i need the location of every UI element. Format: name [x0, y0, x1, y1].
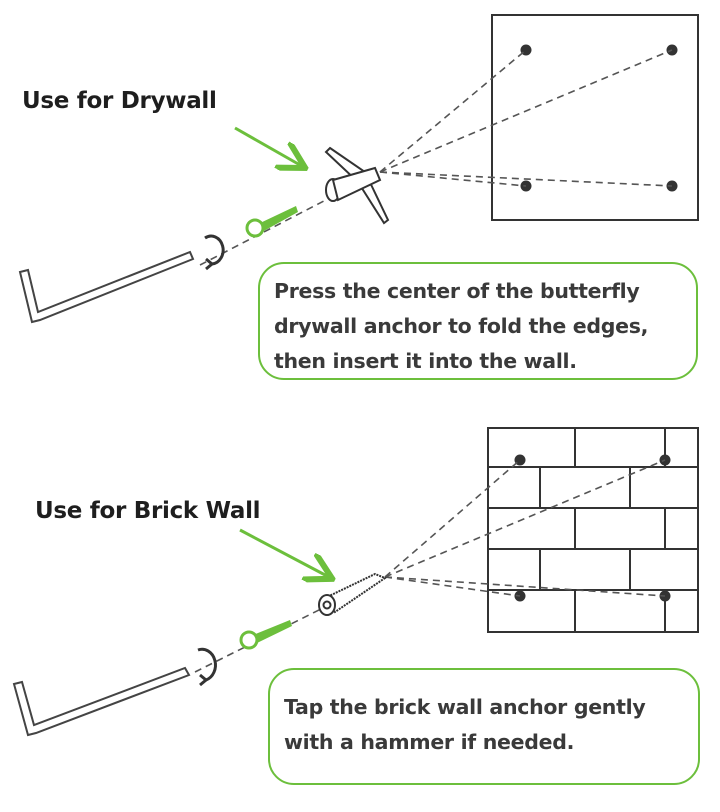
drywall-panel [491, 14, 699, 221]
drywall-screw-icon [245, 206, 298, 238]
brick-screw-icon [239, 620, 292, 650]
brick-anchor-icon [318, 572, 388, 616]
brick-guide-lines [194, 459, 666, 673]
drywall-label: Use for Drywall [22, 88, 217, 114]
allen-key-icon [18, 250, 195, 324]
rotate-icon-2 [197, 647, 217, 682]
butterfly-anchor-icon [324, 146, 390, 225]
drywall-instruction-callout: Press the center of the butterfly drywal… [258, 262, 698, 380]
allen-key-icon-2 [12, 666, 191, 737]
brick-pointer-arrow [239, 528, 327, 576]
rotate-icon [204, 234, 225, 266]
brick-label: Use for Brick Wall [35, 498, 261, 524]
drywall-pointer-arrow [234, 126, 300, 165]
brick-instruction-callout: Tap the brick wall anchor gently with a … [268, 668, 700, 785]
